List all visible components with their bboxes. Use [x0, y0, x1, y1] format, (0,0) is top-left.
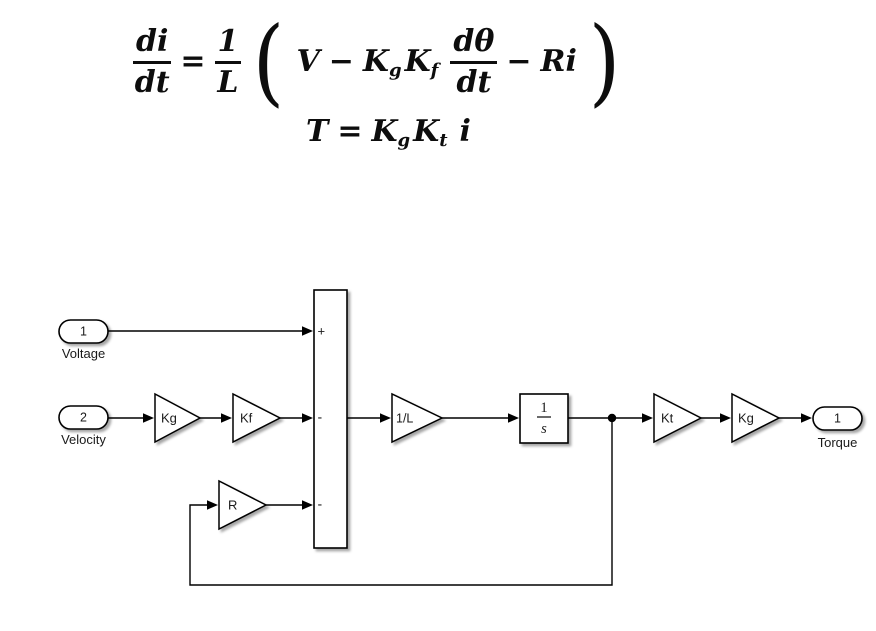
- arrowhead: [801, 413, 812, 423]
- eq-denominator: L: [217, 65, 239, 100]
- port-oval: [58, 405, 109, 430]
- equals-sign: =: [337, 114, 363, 150]
- signal-integrator-to-kt[interactable]: [568, 413, 653, 423]
- integrator-square: [519, 393, 569, 444]
- fraction-dtheta-dt: dθ dt: [450, 25, 498, 100]
- port-number: 1: [834, 412, 841, 426]
- term-torque: T: [306, 114, 329, 150]
- arrowhead: [302, 413, 313, 423]
- minus-sign: −: [328, 44, 354, 79]
- port-label: Torque: [818, 435, 858, 450]
- term-voltage: V: [296, 44, 320, 79]
- eq-numerator: di: [133, 25, 172, 64]
- signal-kg-to-torque[interactable]: [779, 413, 812, 423]
- integrator-denominator: s: [541, 421, 547, 437]
- gain-kf-block[interactable]: Kf: [232, 392, 282, 444]
- sum-sign-minus: -: [318, 409, 323, 425]
- gain-label: Kt: [661, 411, 674, 426]
- gain-triangle: [218, 479, 268, 531]
- signal-line: [189, 418, 613, 586]
- sum-sign-plus: +: [318, 324, 326, 339]
- port-label: Velocity: [61, 432, 106, 447]
- arrowhead: [302, 500, 313, 510]
- signal-kg-to-kf[interactable]: [200, 413, 232, 423]
- signal-feedback-to-r[interactable]: [189, 418, 613, 586]
- minus-sign: −: [506, 44, 532, 79]
- port-label: Voltage: [62, 346, 105, 361]
- gain-label: R: [228, 498, 237, 513]
- gain-label: Kg: [161, 411, 177, 426]
- k-subscript: g: [397, 130, 411, 152]
- fraction-1-L: 1 L: [214, 25, 242, 100]
- k-subscript: f: [430, 60, 439, 82]
- port-oval: [58, 319, 109, 344]
- arrowhead: [642, 413, 653, 423]
- eq-denominator: dt: [134, 65, 170, 100]
- signal-velocity-to-kg[interactable]: [108, 413, 154, 423]
- sum-sign-minus: -: [318, 496, 323, 512]
- gain-label: Kf: [240, 411, 253, 426]
- arrowhead: [302, 326, 313, 336]
- equals-sign: =: [180, 44, 206, 79]
- gain-triangle: [391, 392, 444, 444]
- gain-label: 1/L: [396, 412, 413, 426]
- signal-sum-to-invL[interactable]: [347, 413, 391, 423]
- sum-block[interactable]: + - -: [313, 289, 348, 549]
- arrowhead: [508, 413, 519, 423]
- inport-velocity-block[interactable]: 2 Velocity: [58, 405, 109, 447]
- term-ri: Ri: [540, 44, 577, 79]
- eq-denominator: dt: [456, 65, 492, 100]
- gain-r-block[interactable]: R: [218, 479, 268, 531]
- sum-rectangle: [313, 289, 348, 549]
- arrowhead: [207, 500, 218, 510]
- open-paren: (: [253, 7, 285, 117]
- port-number: 2: [80, 411, 87, 425]
- k-base: K: [362, 43, 389, 79]
- gain-kg-output-block[interactable]: Kg: [731, 392, 781, 444]
- k-subscript: g: [388, 60, 402, 82]
- arrowhead: [720, 413, 731, 423]
- signal-kt-to-kg[interactable]: [701, 413, 731, 423]
- k-base: K: [371, 114, 398, 149]
- gain-kt-block[interactable]: Kt: [653, 392, 703, 444]
- integrator-numerator: 1: [540, 400, 547, 416]
- eq-numerator: 1: [214, 25, 242, 64]
- port-oval: [812, 406, 863, 431]
- term-current: i: [459, 114, 471, 150]
- arrowhead: [380, 413, 391, 423]
- gain-label: Kg: [738, 411, 754, 426]
- gain-triangle: [154, 392, 202, 444]
- eq-numerator: dθ: [450, 25, 498, 64]
- gain-invL-block[interactable]: 1/L: [391, 392, 444, 444]
- close-paren: ): [588, 7, 621, 117]
- arrowhead: [221, 413, 232, 423]
- gain-triangle: [232, 392, 282, 444]
- signal-kf-to-sum[interactable]: [280, 413, 313, 423]
- fraction-di-dt: di dt: [133, 25, 172, 100]
- k-subscript: t: [439, 130, 448, 152]
- port-number: 1: [80, 325, 87, 339]
- k-base: K: [404, 43, 431, 79]
- inport-voltage-block[interactable]: 1 Voltage: [58, 319, 109, 361]
- signal-r-to-sum[interactable]: [266, 500, 313, 510]
- arrowhead: [143, 413, 154, 423]
- integrator-block[interactable]: 1 s: [519, 393, 569, 444]
- gain-triangle: [653, 392, 703, 444]
- signal-voltage-to-sum[interactable]: [108, 326, 313, 336]
- signal-invL-to-integrator[interactable]: [442, 413, 519, 423]
- outport-torque-block[interactable]: 1 Torque: [812, 406, 863, 450]
- k-base: K: [413, 114, 440, 149]
- gain-triangle: [731, 392, 781, 444]
- gain-kg-input-block[interactable]: Kg: [154, 392, 202, 444]
